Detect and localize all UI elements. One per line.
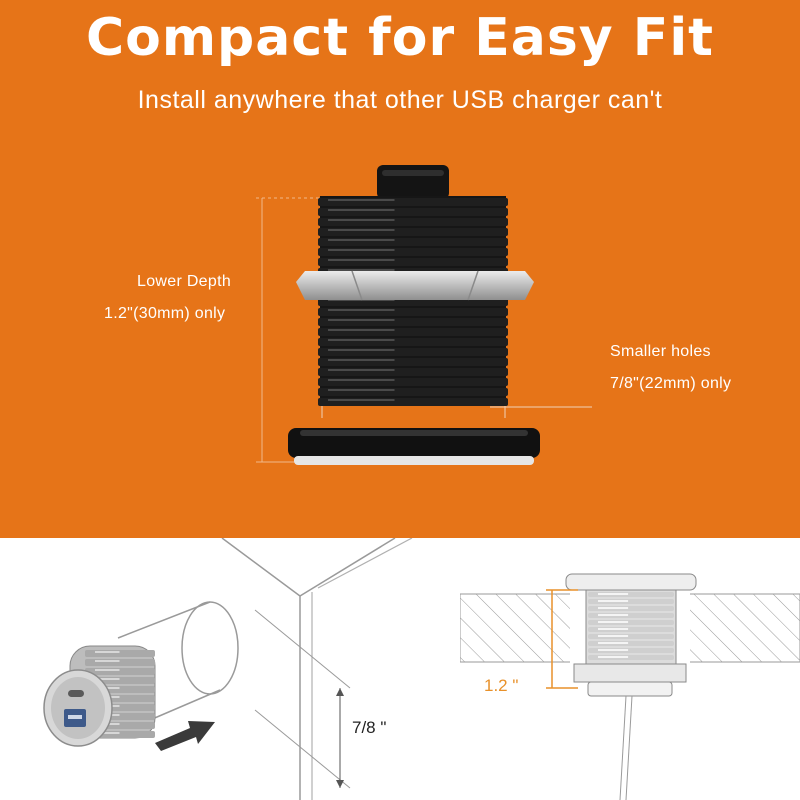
depth-label-line1: Lower Depth	[137, 273, 232, 290]
orange-banner: Compact for Easy Fit Install anywhere th…	[0, 0, 800, 538]
depth-label: 1.2 "	[484, 676, 519, 695]
insert-arrow	[155, 721, 215, 751]
hex-nut	[296, 270, 534, 301]
desk-panel-diagram	[43, 538, 413, 800]
holes-label-line1: Smaller holes	[610, 343, 711, 360]
installation-diagrams: 7/8 " 1.2 "	[0, 538, 800, 800]
cross-section-diagram	[460, 573, 800, 800]
usb-socket-product	[288, 165, 540, 465]
threaded-body	[318, 196, 508, 406]
holes-label-line2: 7/8"(22mm) only	[610, 375, 732, 392]
depth-label-line2: 1.2"(30mm) only	[104, 305, 226, 322]
headline: Compact for Easy Fit	[85, 8, 715, 68]
subheadline: Install anywhere that other USB charger …	[137, 86, 663, 114]
hole-size-label: 7/8 "	[352, 718, 387, 737]
